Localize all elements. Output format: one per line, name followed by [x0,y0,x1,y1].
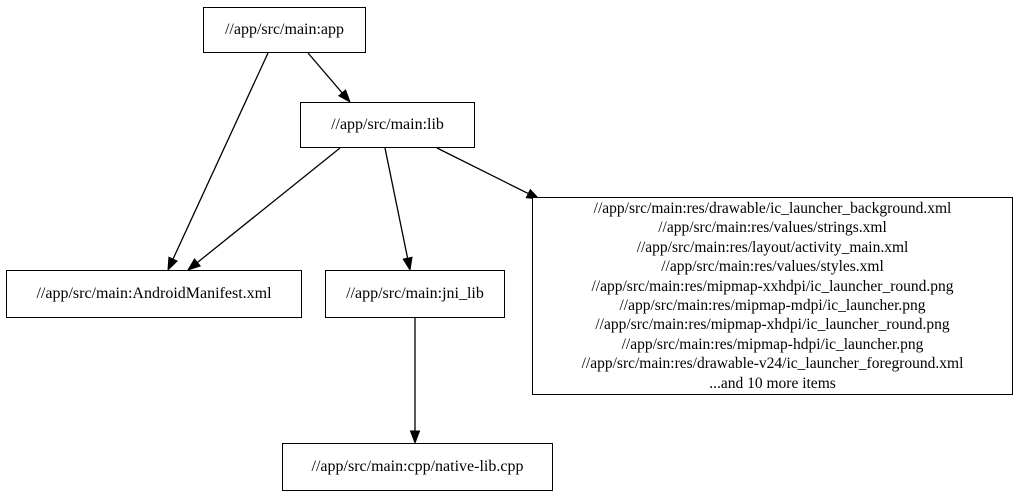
res-file-line: //app/src/main:res/values/styles.xml [661,258,884,276]
node-app-label: //app/src/main:app [224,21,345,39]
res-more-items-line: ...and 10 more items [709,374,836,392]
res-file-line: //app/src/main:res/mipmap-mdpi/ic_launch… [619,297,926,314]
node-lib-label: //app/src/main:lib [331,116,444,134]
res-file-line: //app/src/main:res/layout/activity_main.… [636,238,909,256]
res-file-line: //app/src/main:res/mipmap-xhdpi/ic_launc… [595,316,950,334]
res-file-line: //app/src/main:res/values/strings.xml [658,219,887,237]
node-lib: //app/src/main:lib [300,102,475,148]
edge-app-manifest [167,52,269,272]
res-file-line: //app/src/main:res/drawable-v24/ic_launc… [581,355,964,373]
edge-app-lib [307,52,351,104]
node-android-manifest: //app/src/main:AndroidManifest.xml [6,270,302,318]
res-file-line: //app/src/main:res/mipmap-xxhdpi/ic_laun… [591,277,954,295]
edge-jni-lib-native-lib [409,318,421,445]
node-jni-lib: //app/src/main:jni_lib [325,270,505,318]
node-android-manifest-label: //app/src/main:AndroidManifest.xml [36,285,272,303]
node-native-lib-cpp-label: //app/src/main:cpp/native-lib.cpp [311,458,524,476]
node-jni-lib-label: //app/src/main:jni_lib [346,285,484,303]
edge-lib-res-group [436,147,541,200]
node-native-lib-cpp: //app/src/main:cpp/native-lib.cpp [282,443,553,491]
node-res-group: //app/src/main:res/drawable/ic_launcher_… [532,197,1013,395]
edge-lib-jni-lib [384,147,413,272]
res-file-line: //app/src/main:res/mipmap-hdpi/ic_launch… [621,335,924,353]
node-app: //app/src/main:app [203,7,366,53]
edge-lib-manifest [186,147,341,271]
res-file-line: //app/src/main:res/drawable/ic_launcher_… [593,199,952,217]
